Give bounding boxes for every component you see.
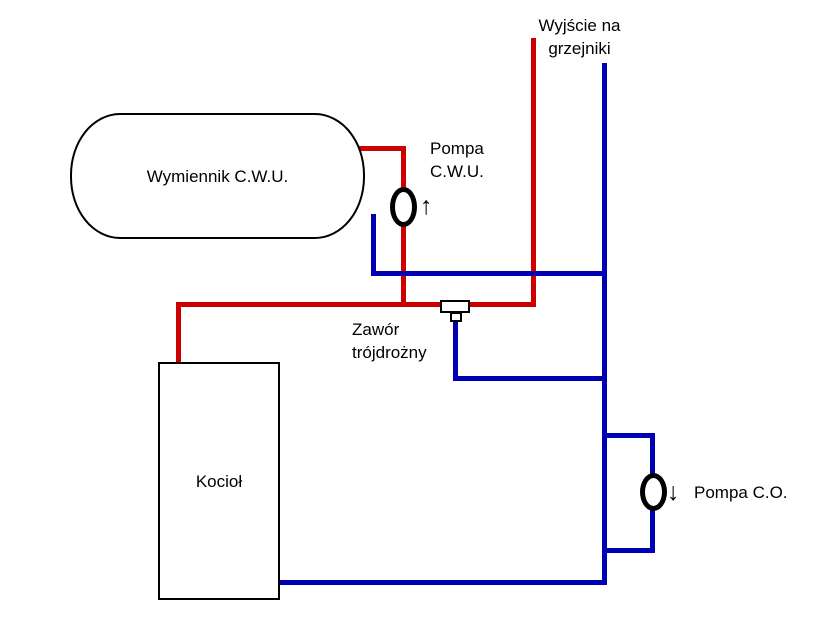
pump-co-icon <box>640 473 667 511</box>
boiler-label: Kocioł <box>195 471 243 491</box>
pipe-return-valve-horizontal <box>453 376 607 381</box>
pump-cwu-flow-arrow-icon: ↑ <box>420 192 433 220</box>
pipe-return-pump-co-bottom <box>602 548 655 553</box>
pipe-return-boiler-bottom <box>278 580 607 585</box>
three-way-valve-stem <box>450 312 462 322</box>
pump-co-label: Pompa C.O. <box>694 483 788 502</box>
pipe-return-valve-vertical <box>453 316 458 381</box>
pump-co-flow-arrow-icon: ↓ <box>667 478 680 506</box>
pipe-return-main-vertical <box>602 63 607 585</box>
pipe-return-tank-vertical <box>371 214 376 276</box>
pipe-hot-radiators-vertical <box>531 38 536 307</box>
boiler: Kocioł <box>158 362 280 600</box>
hot-water-tank: Wymiennik C.W.U. <box>70 113 365 239</box>
pump-cwu-icon <box>390 187 417 227</box>
pipe-hot-boiler-vertical <box>176 302 181 364</box>
pump-cwu-label: Pompa C.W.U. <box>430 139 484 181</box>
pipe-return-pump-co-top <box>602 433 655 438</box>
pipe-hot-tank-outlet <box>352 146 406 151</box>
pipe-return-tank-horizontal <box>371 271 607 276</box>
pipe-hot-main-horizontal <box>176 302 536 307</box>
hot-water-tank-label: Wymiennik C.W.U. <box>146 166 289 186</box>
valve-label: Zawór trójdrożny <box>352 320 427 362</box>
radiators-outlet-label: Wyjście na grzejniki <box>538 16 621 58</box>
